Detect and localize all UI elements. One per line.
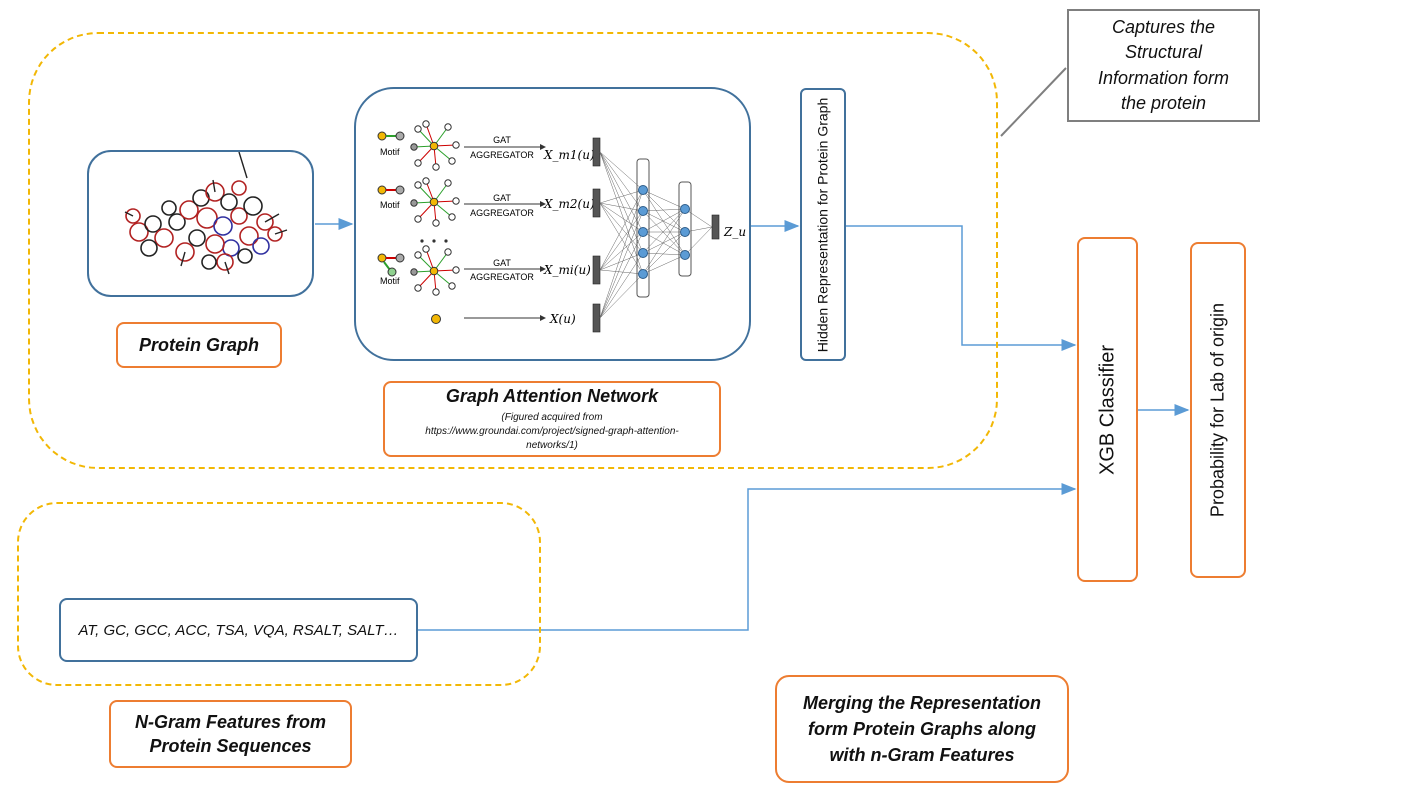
gat-figure: Motif GAT AGGREGATOR X_m1 bbox=[377, 120, 746, 333]
hidden-representation-label: Hidden Representation for Protein Graph bbox=[814, 97, 831, 352]
gat-output-2: X_m2(u) bbox=[543, 197, 595, 211]
motif-label-2: Motif bbox=[380, 200, 400, 210]
ellipsis-dots bbox=[420, 239, 448, 243]
gat-source-note-line-1: (Figured acquired from bbox=[501, 411, 603, 423]
gat-label-box: Graph Attention Network (Figured acquire… bbox=[383, 381, 721, 457]
gat-source-note: (Figured acquired from https://www.groun… bbox=[417, 411, 686, 453]
hidden-representation-box: Hidden Representation for Protein Graph bbox=[800, 88, 846, 361]
protein-structure-image bbox=[124, 151, 288, 275]
gat-row-2: Motif GAT AGGREGATOR X_m2 bbox=[377, 177, 595, 227]
merging-label-box: Merging the Representation form Protein … bbox=[775, 675, 1069, 783]
graph-branch-region bbox=[28, 32, 998, 469]
xgb-classifier-label: XGB Classifier bbox=[1096, 344, 1118, 475]
gat-final-output: Z_u bbox=[723, 225, 746, 239]
protein-structure-image-box bbox=[87, 150, 314, 297]
gat-output-3: X_mi(u) bbox=[543, 263, 591, 277]
aggregator-bottom-2: AGGREGATOR bbox=[470, 208, 534, 218]
gat-output-1: X_m1(u) bbox=[543, 148, 595, 162]
probability-output-box: Probability for Lab of origin bbox=[1190, 242, 1246, 578]
gat-row-3: Motif GAT AGGREGATOR X_mi bbox=[377, 245, 591, 296]
gat-source-note-line-2: https://www.groundai.com/project/signed-… bbox=[425, 425, 679, 437]
ngram-label: N-Gram Features from Protein Sequences bbox=[134, 711, 327, 756]
merging-label: Merging the Representation form Protein … bbox=[802, 692, 1042, 766]
ngram-label-box: N-Gram Features from Protein Sequences bbox=[109, 700, 352, 768]
aggregator-top-3: GAT bbox=[493, 258, 511, 268]
gat-figure-box: Motif GAT AGGREGATOR X_m1 bbox=[354, 87, 751, 361]
gat-row-4: X(u) bbox=[431, 312, 576, 326]
gat-title: Graph Attention Network bbox=[445, 385, 659, 406]
structural-info-callout: Captures the Structural Information form… bbox=[1067, 9, 1260, 122]
arrow-hidden-to-xgb bbox=[846, 225, 1077, 351]
gat-row-1: Motif GAT AGGREGATOR X_m1 bbox=[377, 120, 595, 171]
aggregator-top-1: GAT bbox=[493, 135, 511, 145]
ngram-examples-text: AT, GC, GCC, ACC, TSA, VQA, RSALT, SALT… bbox=[78, 621, 399, 639]
aggregator-bottom-1: AGGREGATOR bbox=[470, 150, 534, 160]
gat-source-note-line-3: networks/1) bbox=[526, 439, 578, 451]
motif-label-3: Motif bbox=[380, 276, 400, 286]
gat-output-4: X(u) bbox=[549, 312, 576, 326]
motif-label-1: Motif bbox=[380, 147, 400, 157]
mlp-connections bbox=[599, 151, 713, 319]
callout-pointer-line bbox=[1000, 67, 1067, 137]
ngram-examples-box: AT, GC, GCC, ACC, TSA, VQA, RSALT, SALT… bbox=[59, 598, 418, 662]
protein-graph-label: Protein Graph bbox=[138, 334, 259, 355]
structural-info-text: Captures the Structural Information form… bbox=[1097, 17, 1230, 113]
mlp-neurons bbox=[638, 185, 690, 279]
aggregator-bottom-3: AGGREGATOR bbox=[470, 272, 534, 282]
xgb-classifier-box: XGB Classifier bbox=[1077, 237, 1138, 582]
probability-label: Probability for Lab of origin bbox=[1207, 302, 1228, 518]
ngram-branch-region bbox=[17, 502, 541, 686]
protein-graph-label-box: Protein Graph bbox=[116, 322, 282, 368]
feature-vectors bbox=[592, 137, 720, 333]
aggregator-top-2: GAT bbox=[493, 193, 511, 203]
arrow-ngram-to-xgb bbox=[418, 483, 1077, 631]
